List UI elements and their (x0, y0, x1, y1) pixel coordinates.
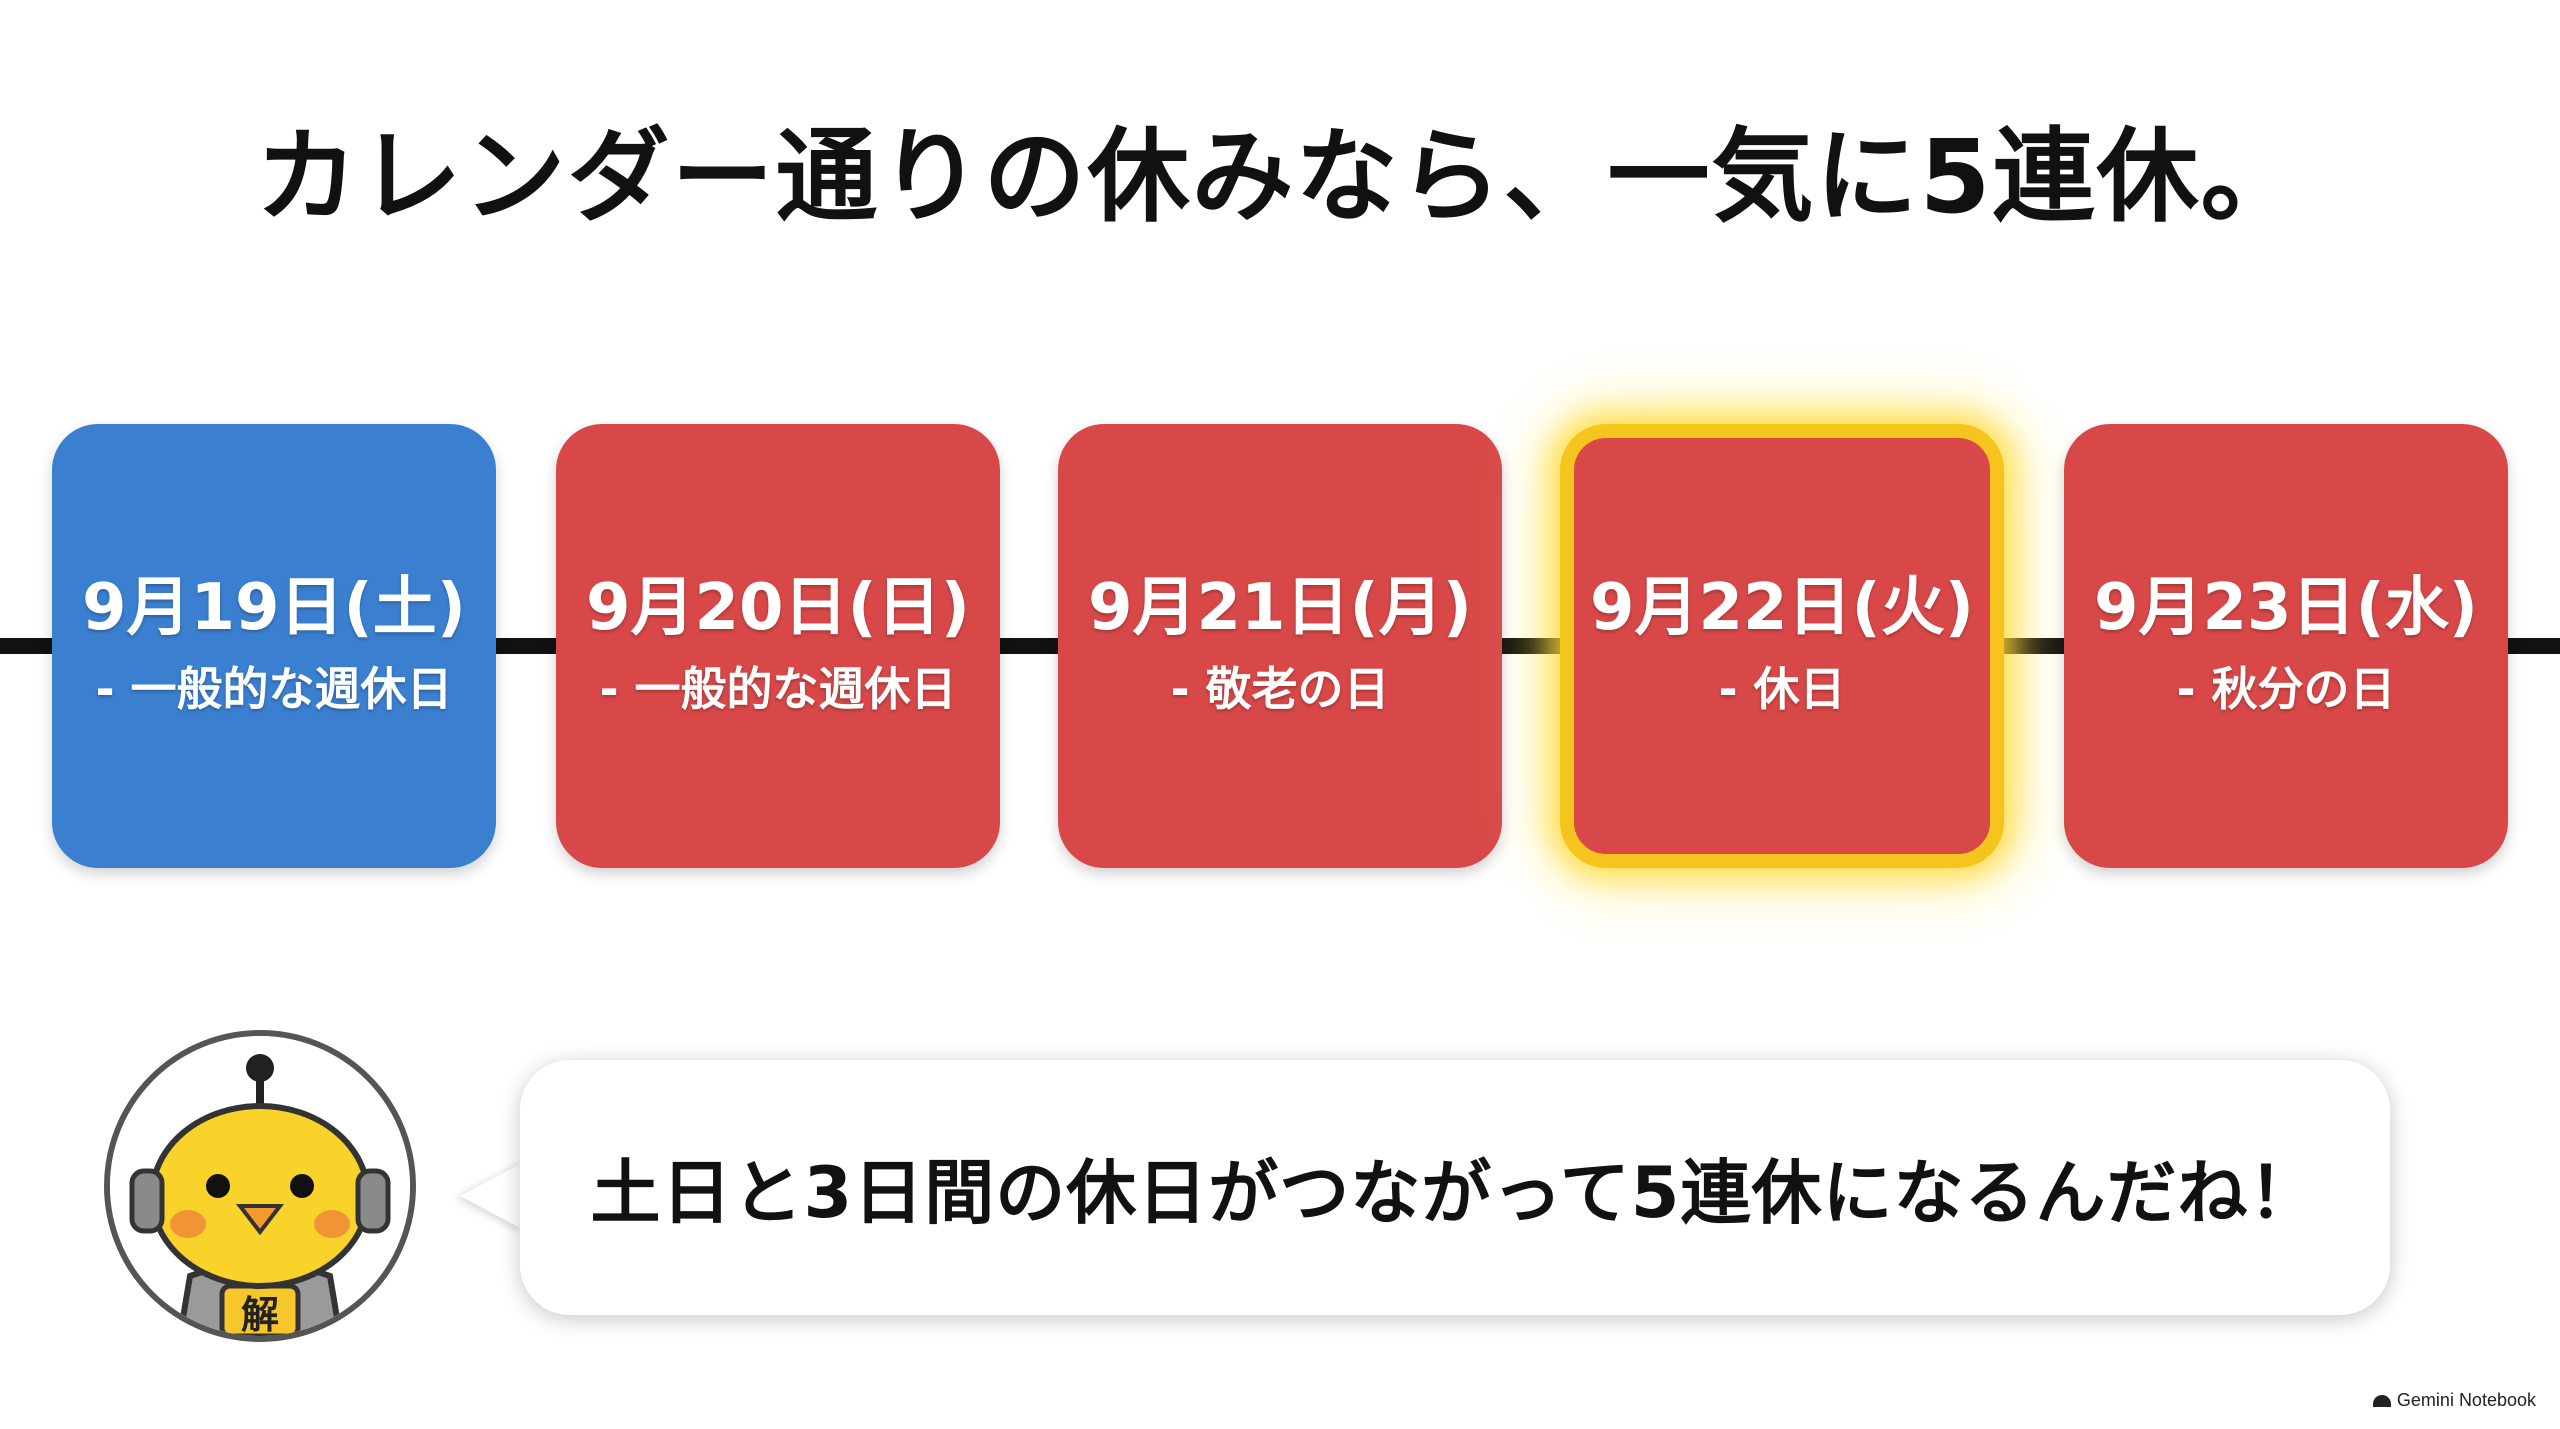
day-date: 9月19日(土) (81, 571, 467, 645)
day-card-0921: 9月21日(月) - 敬老の日 (1058, 424, 1502, 868)
day-date: 9月21日(月) (1087, 571, 1473, 645)
speech-text: 土日と3日間の休日がつながって5連休になるんだね！ (590, 1152, 2320, 1234)
mascot-badge: 解 (241, 1293, 279, 1336)
day-date: 9月23日(水) (2093, 571, 2479, 645)
speech-bubble: 土日と3日間の休日がつながって5連休になるんだね！ (520, 1060, 2390, 1315)
page-title: カレンダー通りの休みなら、一気に5連休。 (255, 118, 2305, 237)
mascot-avatar: 解 (104, 1030, 416, 1342)
day-note: - 敬老の日 (1170, 662, 1390, 716)
day-card-0922-highlighted: 9月22日(火) - 休日 (1560, 424, 2004, 868)
watermark: Gemini Notebook (2372, 1390, 2536, 1411)
day-note: - 一般的な週休日 (599, 662, 957, 716)
day-date: 9月22日(火) (1589, 571, 1975, 645)
gemini-logo-icon (2372, 1394, 2391, 1407)
speech-bubble-tail (460, 1162, 524, 1230)
day-card-0919: 9月19日(土) - 一般的な週休日 (52, 424, 496, 868)
day-note: - 秋分の日 (2176, 662, 2396, 716)
day-note: - 休日 (1718, 662, 1846, 716)
day-card-0920: 9月20日(日) - 一般的な週休日 (556, 424, 1000, 868)
day-note: - 一般的な週休日 (95, 662, 453, 716)
day-card-0923: 9月23日(水) - 秋分の日 (2064, 424, 2508, 868)
watermark-text: Gemini Notebook (2396, 1390, 2536, 1410)
chick-robot-icon: 解 (110, 1036, 410, 1336)
day-date: 9月20日(日) (585, 571, 971, 645)
